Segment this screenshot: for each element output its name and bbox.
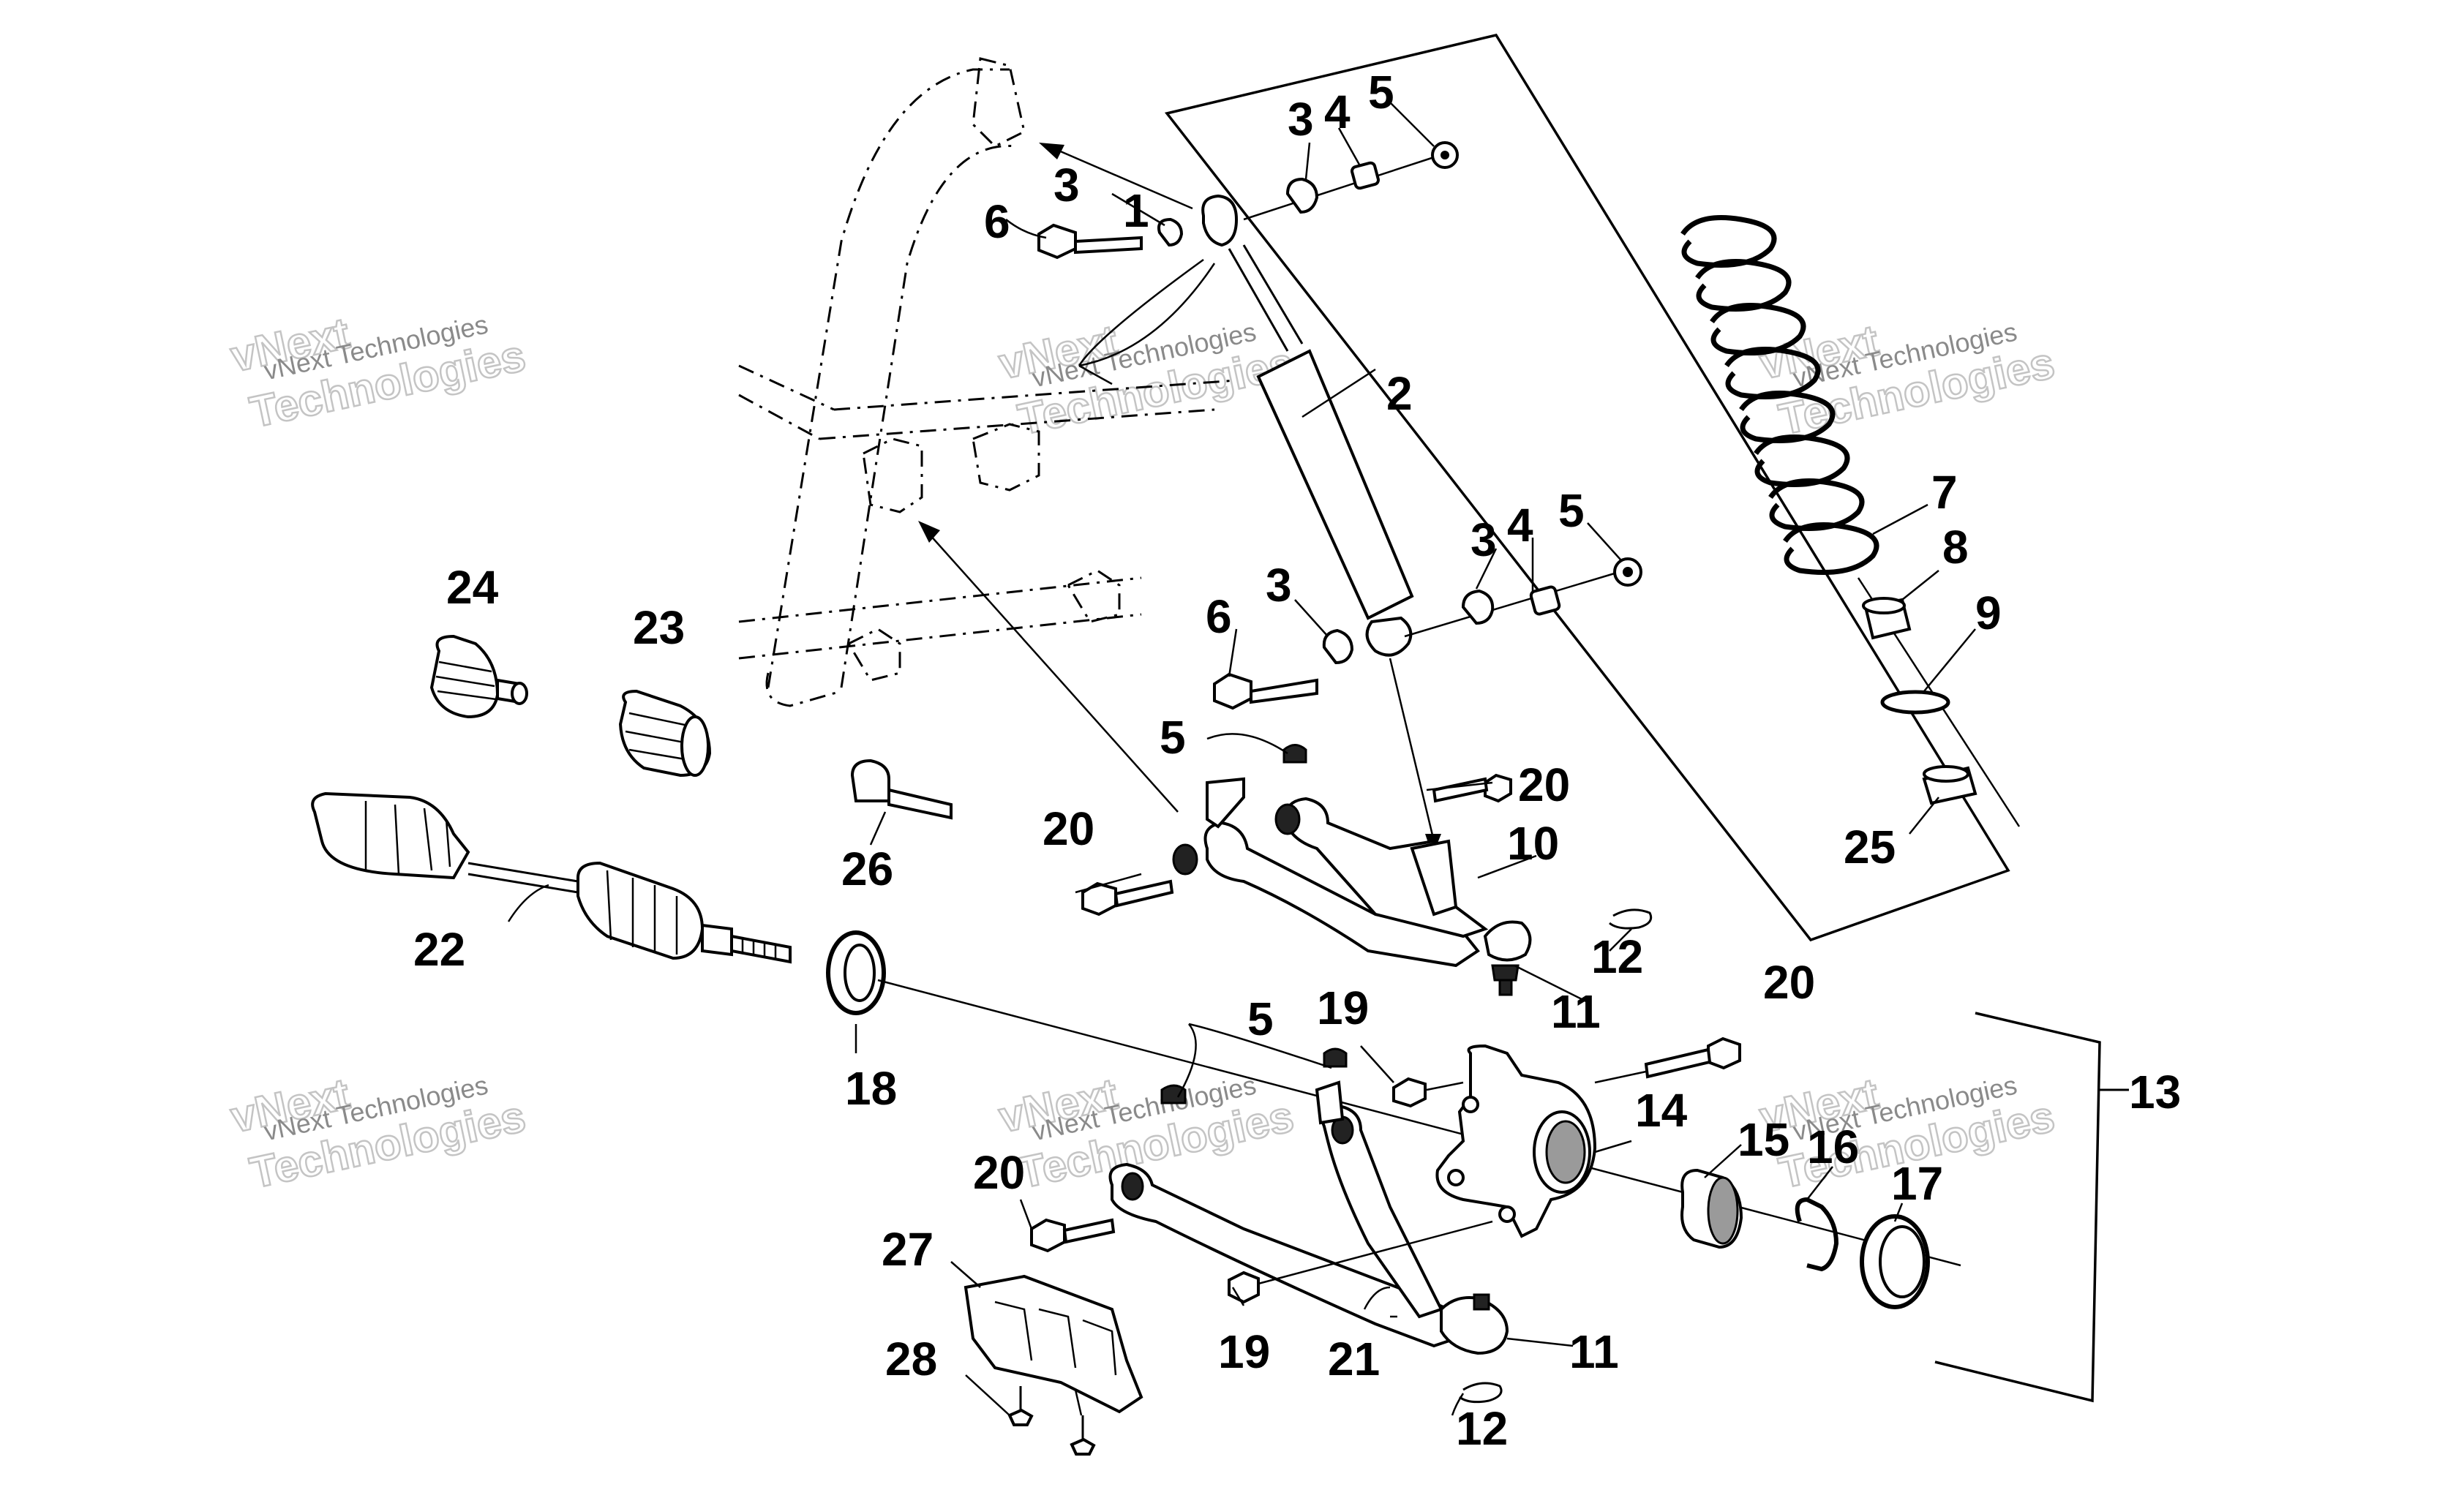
callout-3-c: 3 [1266,559,1292,611]
lower-shock-hardware [1213,557,1642,710]
callout-24: 24 [446,561,499,614]
vehicle-frame [738,57,1237,707]
cv-boots-and-stud [429,634,953,820]
callout-4-b: 4 [1507,499,1533,552]
watermark-top-right: vNext vNext Technologies Technologies [1754,315,2059,445]
callout-19-b: 19 [1218,1325,1270,1378]
hub-bearing-parts [1680,1168,1930,1309]
watermark-bottom-left: vNext vNext Technologies Technologies [225,1068,530,1198]
callout-20-b: 20 [1518,759,1570,811]
callout-20-c: 20 [1763,956,1815,1009]
leader-lines [507,102,1976,1416]
callout-7: 7 [1931,466,1958,519]
spring-seat-parts [1862,597,1977,805]
upper-circlip [1609,908,1653,930]
callout-22: 22 [413,923,465,976]
callout-5-b: 5 [1558,484,1585,537]
callout-3-a: 3 [1053,159,1080,211]
callout-10: 10 [1507,817,1559,870]
upper-shock-hardware [1037,141,1459,260]
callout-8: 8 [1942,521,1969,573]
skid-plate-and-screws [964,1274,1143,1456]
lower-circlip [1459,1382,1503,1404]
callout-5-c: 5 [1160,711,1186,764]
callout-26: 26 [841,843,893,895]
watermarks: vNext vNext Technologies Technologies vN… [225,307,2059,1198]
shock-absorber [1201,194,1441,856]
callout-3-d: 3 [1470,513,1497,566]
callout-12-b: 12 [1456,1402,1508,1455]
callout-12-a: 12 [1591,930,1643,983]
callout-11-a: 11 [1551,985,1601,1038]
callout-28: 28 [885,1333,937,1385]
callout-9: 9 [1975,587,2002,639]
callout-4-a: 4 [1324,86,1351,138]
callout-11-b: 11 [1569,1325,1619,1378]
callout-17: 17 [1891,1157,1943,1210]
callout-14: 14 [1635,1084,1688,1137]
callout-15: 15 [1738,1113,1789,1166]
callout-labels: 1 2 3 3 3 3 4 4 5 5 5 5 6 6 7 8 9 10 11 … [413,66,2181,1455]
callout-16: 16 [1807,1121,1859,1173]
callout-3-b: 3 [1288,93,1314,146]
callout-19-a: 19 [1317,982,1369,1034]
kit-outline-hub [1934,1012,2129,1403]
hub-axis-line [877,979,1961,1267]
callout-25: 25 [1844,821,1896,873]
watermark-top-left: vNext vNext Technologies Technologies [225,307,530,437]
callout-20-d: 20 [973,1146,1025,1199]
callout-5-d: 5 [1247,993,1274,1045]
callout-5-a: 5 [1368,66,1394,118]
kit-outline-shock [1164,34,2010,942]
callout-6-a: 6 [984,195,1010,248]
callout-23: 23 [633,601,685,654]
drive-shaft [311,791,792,964]
callout-2: 2 [1386,367,1413,420]
watermark-top-center: vNext vNext Technologies Technologies [994,315,1299,445]
callout-20-a: 20 [1043,802,1094,855]
callout-6-b: 6 [1206,590,1232,643]
callout-21: 21 [1328,1333,1380,1385]
callout-13: 13 [2129,1066,2181,1118]
callout-1: 1 [1123,184,1149,237]
callout-18: 18 [845,1062,897,1115]
mounting-arrows [918,143,1193,813]
upper-control-arm [1172,777,1532,996]
callout-27: 27 [882,1223,934,1276]
coil-spring [1680,215,2021,827]
hub-seal [826,930,886,1015]
steering-knuckle [1435,1044,1597,1238]
